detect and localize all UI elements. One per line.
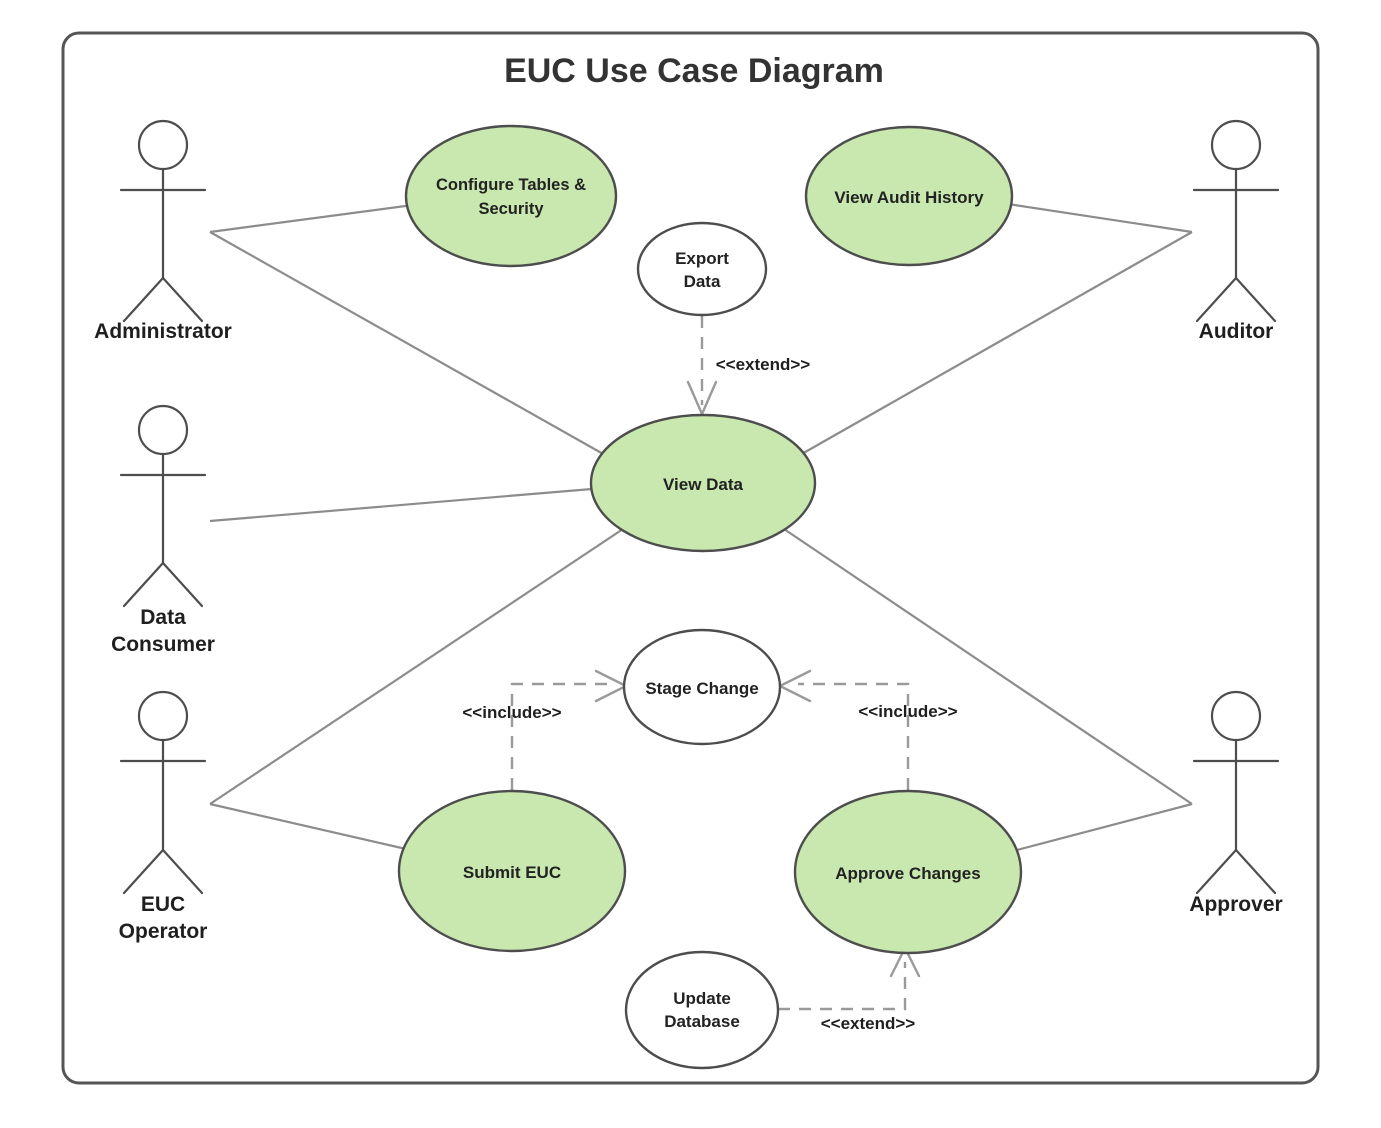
use-case-label: View Data	[663, 475, 744, 494]
actor-head-icon	[1210, 119, 1262, 171]
association-auditor-view-audit-history	[1007, 202, 1193, 234]
actor-leg-right-icon	[161, 276, 204, 323]
use-case-label-line-2: Database	[664, 1012, 740, 1031]
association-euc-operator-submit-euc	[209, 802, 407, 851]
use-case-ellipse[interactable]	[589, 413, 817, 553]
stereotype-label-include-approve-changes: <<include>>	[858, 702, 957, 721]
association-administrator-configure-tables-security	[209, 203, 414, 234]
actor-label-line-1: EUC	[141, 893, 185, 916]
use-case-ellipse[interactable]	[397, 789, 627, 953]
association-approver-approve-changes	[1012, 802, 1193, 853]
actor-approver[interactable]: Approver	[1189, 690, 1283, 916]
use-case-submit-euc[interactable]: Submit EUC	[397, 789, 627, 953]
actor-euc-operator[interactable]: EUC Operator	[119, 690, 208, 943]
actor-leg-left-icon	[1195, 276, 1238, 323]
use-case-ellipse[interactable]	[622, 628, 782, 746]
actor-label: Auditor	[1199, 320, 1274, 343]
arrowhead-submit-euc-include	[594, 669, 628, 703]
association-lines	[209, 202, 1193, 853]
actor-label: Administrator	[94, 320, 232, 343]
actor-leg-right-icon	[1234, 848, 1277, 895]
stereotype-label-extend-update-database: <<extend>>	[821, 1014, 916, 1033]
association-approver-view-data	[780, 526, 1193, 805]
use-case-label-line-1: Export	[675, 249, 729, 268]
use-case-label: Stage Change	[645, 679, 758, 698]
actor-label: Approver	[1189, 893, 1282, 916]
actor-leg-right-icon	[161, 561, 204, 608]
relationship-line-update-database-extend	[778, 962, 907, 1011]
use-case-label-line-1: Update	[673, 989, 731, 1008]
relationship-line-submit-euc-include	[510, 682, 608, 790]
use-case-label: View Audit History	[834, 188, 984, 207]
system-boundary-frame	[61, 31, 1320, 1085]
use-case-view-data[interactable]: View Data	[589, 413, 817, 553]
use-case-ellipse[interactable]	[793, 789, 1023, 955]
actor-label-line-2: Consumer	[111, 633, 215, 656]
use-case-ellipse[interactable]	[804, 125, 1014, 267]
actor-leg-right-icon	[1234, 276, 1277, 323]
actor-auditor[interactable]: Auditor	[1192, 119, 1280, 343]
association-administrator-view-data	[209, 231, 606, 456]
actor-leg-left-icon	[122, 848, 165, 895]
actor-head-icon	[1210, 690, 1262, 742]
actor-head-icon	[137, 690, 189, 742]
page-title: EUC Use Case Diagram	[504, 52, 884, 90]
use-case-label: Approve Changes	[835, 864, 980, 883]
association-euc-operator-view-data	[209, 526, 627, 805]
arrowhead-approve-changes-include	[778, 669, 812, 703]
stereotype-label-include-submit-euc: <<include>>	[462, 703, 561, 722]
use-case-configure-tables-security[interactable]: Configure Tables & Security	[404, 124, 618, 268]
use-case-ellipse[interactable]	[636, 221, 768, 317]
actor-head-icon	[137, 119, 189, 171]
actor-label-line-1: Data	[140, 606, 186, 629]
actor-leg-left-icon	[122, 561, 165, 608]
use-case-label-line-1: Configure Tables &	[436, 176, 586, 194]
association-data-consumer-view-data	[209, 487, 593, 523]
use-case-ellipse[interactable]	[624, 950, 780, 1070]
relationship-line-approve-changes-include	[798, 682, 910, 790]
use-case-label-line-2: Data	[684, 272, 721, 291]
use-case-export-data[interactable]: Export Data	[636, 221, 768, 317]
use-case-approve-changes[interactable]: Approve Changes	[793, 789, 1023, 955]
actor-leg-left-icon	[122, 276, 165, 323]
use-case-stage-change[interactable]: Stage Change	[622, 628, 782, 746]
use-case-view-audit-history[interactable]: View Audit History	[804, 125, 1014, 267]
actor-leg-right-icon	[161, 848, 204, 895]
stereotype-label-extend-export-data: <<extend>>	[716, 355, 811, 374]
association-auditor-view-data	[799, 231, 1193, 456]
actor-administrator[interactable]: Administrator	[94, 119, 232, 343]
actor-label-line-2: Operator	[119, 920, 208, 943]
use-case-label-line-2: Security	[478, 200, 544, 218]
actor-head-icon	[137, 404, 189, 456]
use-case-update-database[interactable]: Update Database	[624, 950, 780, 1070]
actor-leg-left-icon	[1195, 848, 1238, 895]
use-case-ellipse[interactable]	[404, 124, 618, 268]
actor-data-consumer[interactable]: Data Consumer	[111, 404, 215, 656]
use-case-label: Submit EUC	[463, 863, 561, 882]
